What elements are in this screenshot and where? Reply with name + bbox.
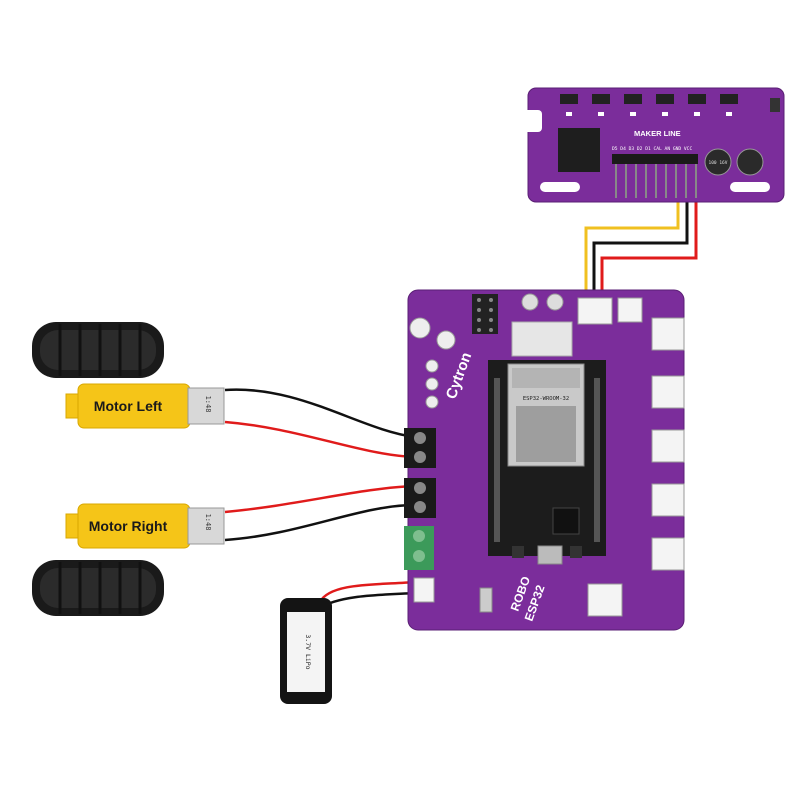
- battery-label: 3.7V LiPo: [304, 634, 312, 669]
- power-switch: [479, 587, 493, 613]
- motor-left-label: Motor Left: [94, 398, 163, 414]
- battery-wire-red: [318, 580, 416, 603]
- motor-left-wire-red: [224, 420, 416, 459]
- maker-line-sensor: MAKER LINE D5 D4 D3 D2 D1 CAL AN GND VCC…: [520, 87, 785, 203]
- grove-ports: [587, 317, 685, 617]
- sensor-wire-black: [592, 188, 689, 300]
- sensor-header-pins: [612, 154, 698, 198]
- wires: [224, 188, 698, 610]
- battery-port: [413, 577, 435, 603]
- motor-left: Motor Left 1:48: [65, 383, 225, 429]
- sensor-port: [577, 297, 613, 325]
- motor-terminals: [404, 428, 436, 518]
- wheel-right: [32, 560, 164, 616]
- sensor-wire-yellow: [584, 188, 680, 300]
- motor-left-ratio: 1:48: [204, 396, 212, 413]
- motor-right-ratio: 1:48: [204, 514, 212, 531]
- sensor-switch: [770, 98, 780, 112]
- motor-right-wire-black: [224, 503, 416, 542]
- wheel-left: [32, 322, 164, 378]
- sensor-pin-labels: D5 D4 D3 D2 D1 CAL AN GND VCC: [612, 146, 692, 152]
- sensor-wire-red: [600, 188, 698, 300]
- motor-right-label: Motor Right: [89, 518, 168, 534]
- capacitor-label: 100 16V: [709, 160, 728, 166]
- robo-esp32-board: Cytron ESP32-WROOM-32: [404, 289, 685, 631]
- sensor-title: MAKER LINE: [634, 129, 681, 138]
- sensor-emitters: [560, 94, 738, 104]
- motor-right-wire-red: [224, 484, 416, 514]
- motor-right: Motor Right 1:48: [65, 503, 225, 549]
- usb-port: [537, 545, 563, 565]
- sensor-ic: [558, 128, 600, 172]
- lipo-battery: 3.7V LiPo: [280, 598, 332, 704]
- esp32-module-label: ESP32-WROOM-32: [523, 396, 569, 402]
- battery-wire-black: [319, 591, 416, 610]
- motor-left-wire-black: [224, 388, 416, 439]
